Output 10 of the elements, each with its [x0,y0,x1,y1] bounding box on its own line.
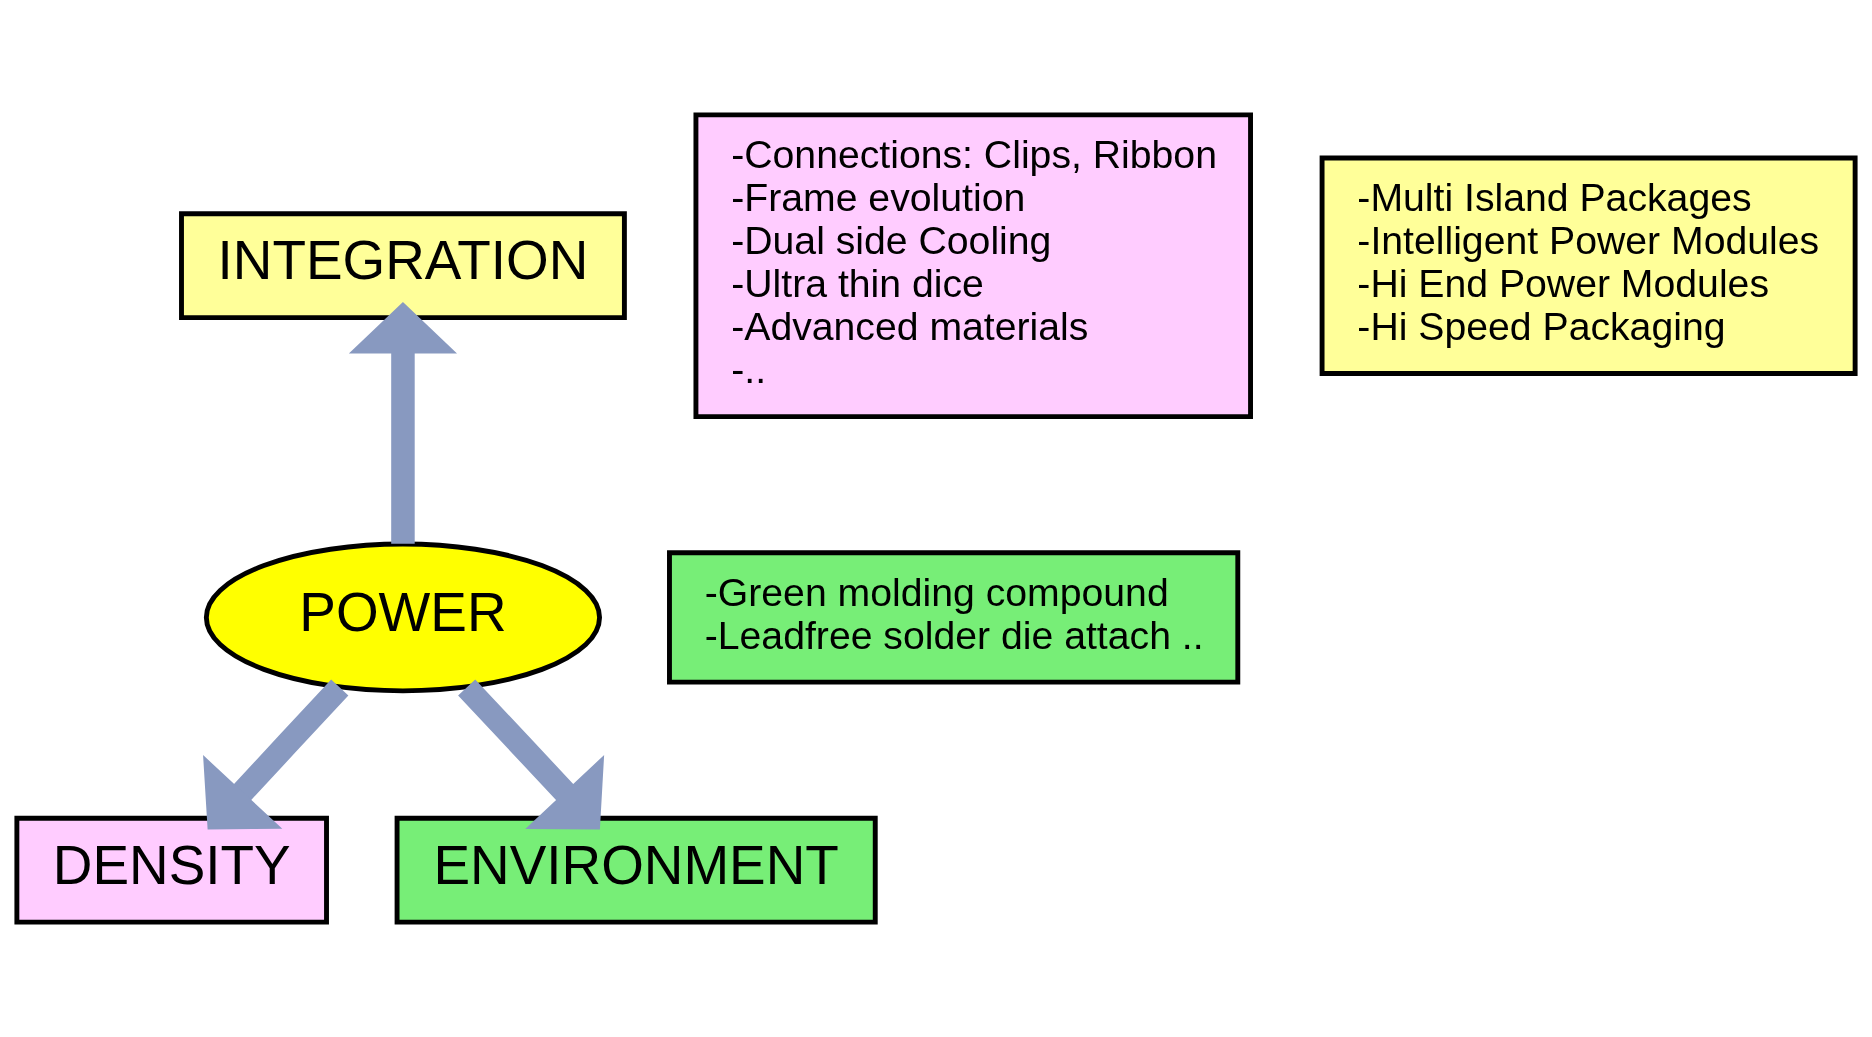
arrow [458,679,605,830]
node-box: -Green molding compound -Leadfree solder die attach .. [667,550,1241,685]
node-box: ENVIRONMENT [394,815,878,925]
arrow [203,679,349,830]
node-box: -Connections: Clips, Ribbon -Frame evolution -Dual side Cooling -Ultra thin dice -Advanced materials -.. [693,112,1253,420]
node-box: -Multi Island Packages -Intelligent Power Modules -Hi End Power Modules -Hi Speed Packaging [1319,155,1858,376]
node-box: INTEGRATION [179,211,627,321]
node-ellipse: POWER [203,541,602,694]
node-box: DENSITY [14,815,329,925]
arrow [348,302,458,544]
